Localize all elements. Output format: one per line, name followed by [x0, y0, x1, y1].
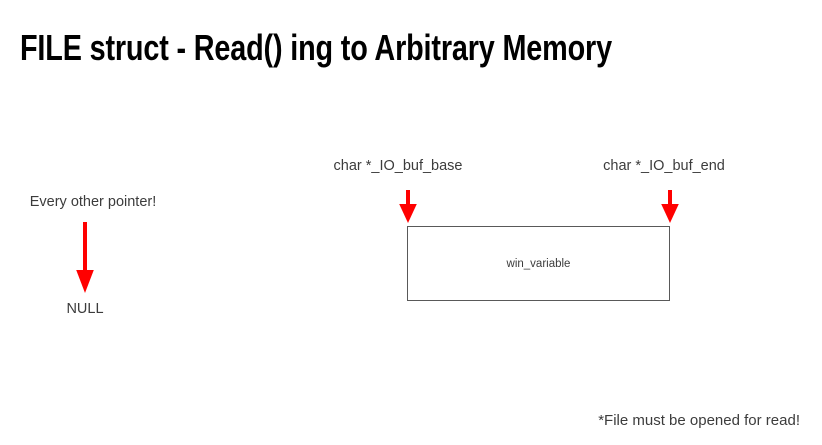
memory-buffer-box: win_variable	[407, 226, 670, 301]
buffer-box-label: win_variable	[506, 257, 571, 270]
down-arrow-icon-buf-end	[661, 190, 679, 223]
io-buf-base-label: char *_IO_buf_base	[333, 158, 463, 174]
io-buf-end-label: char *_IO_buf_end	[603, 158, 725, 174]
page-title: FILE struct - Read() ing to Arbitrary Me…	[20, 27, 612, 68]
down-arrow-icon-null	[76, 222, 94, 293]
footnote-text: *File must be opened for read!	[598, 412, 800, 429]
down-arrow-icon-buf-base	[399, 190, 417, 223]
every-other-pointer-label: Every other pointer!	[29, 194, 157, 210]
null-value-label: NULL	[66, 301, 104, 317]
